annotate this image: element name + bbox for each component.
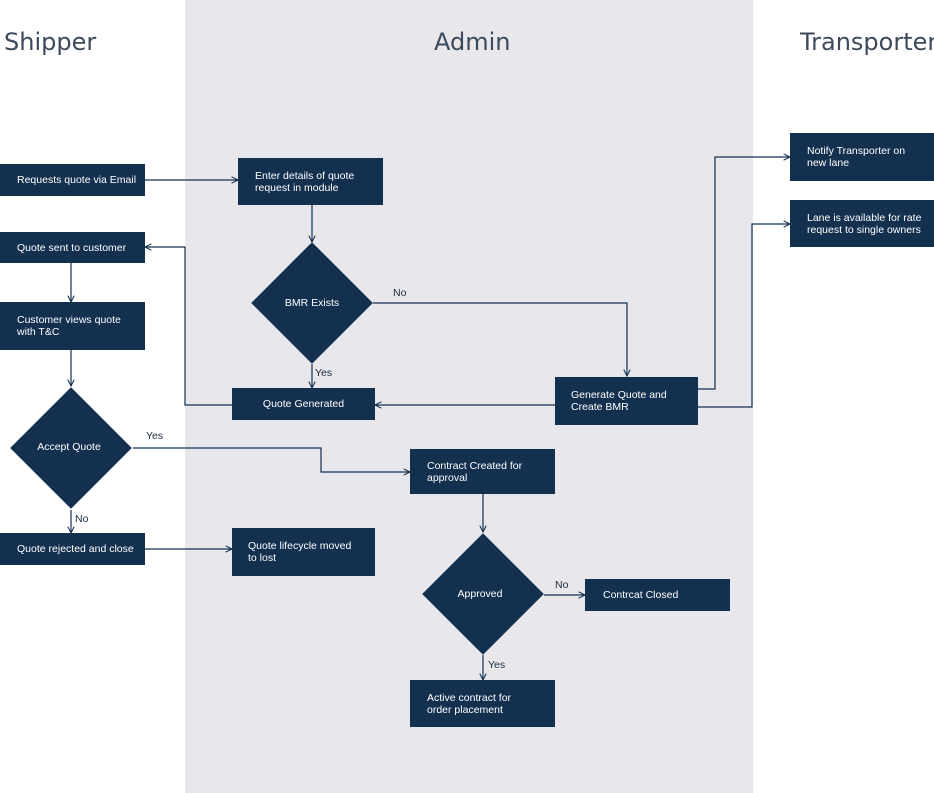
node-quote-generated: Quote Generated: [232, 388, 375, 420]
edge-generate-to-lane-available: [698, 224, 790, 408]
edge-generate-to-notify: [698, 157, 790, 390]
decision-approved-label: Approved: [457, 588, 503, 600]
node-contract-closed: Contrcat Closed: [585, 579, 730, 611]
node-active-contract: Active contract for order placement: [410, 680, 555, 727]
edge-label-accept-no: No: [75, 513, 89, 525]
edge-accept-yes-to-contract: [133, 447, 410, 472]
node-quote-rejected: Quote rejected and close: [0, 533, 145, 565]
node-generate-quote: Generate Quote and Create BMR: [555, 377, 698, 425]
node-quote-lost: Quote lifecycle moved to lost: [232, 528, 375, 576]
lane-title-admin: Admin: [434, 28, 511, 56]
edge-bmr-no-to-generate: [373, 302, 627, 376]
lane-title-transporter: Transporter: [800, 28, 934, 56]
edge-label-bmr-no: No: [393, 287, 407, 299]
node-quote-sent: Quote sent to customer: [0, 232, 145, 263]
node-notify-transporter: Notify Transporter on new lane: [790, 133, 934, 181]
decision-bmr-exists-label: BMR Exists: [284, 297, 340, 309]
edge-label-bmr-yes: Yes: [315, 367, 333, 379]
edge-label-approved-no: No: [555, 579, 569, 591]
edge-label-accept-yes: Yes: [146, 430, 164, 442]
edge-quote-generated-to-quote-sent: [145, 247, 232, 406]
node-requests-quote: Requests quote via Email: [0, 164, 145, 196]
lane-title-shipper: Shipper: [4, 28, 97, 56]
node-enter-details: Enter details of quote request in module: [238, 158, 383, 205]
node-customer-views: Customer views quote with T&C: [0, 302, 145, 350]
edge-label-approved-yes: Yes: [488, 659, 506, 671]
node-contract-created: Contract Created for approval: [410, 449, 555, 494]
decision-accept-quote-label: Accept Quote: [37, 441, 101, 453]
node-lane-available: Lane is available for rate request to si…: [790, 200, 934, 247]
